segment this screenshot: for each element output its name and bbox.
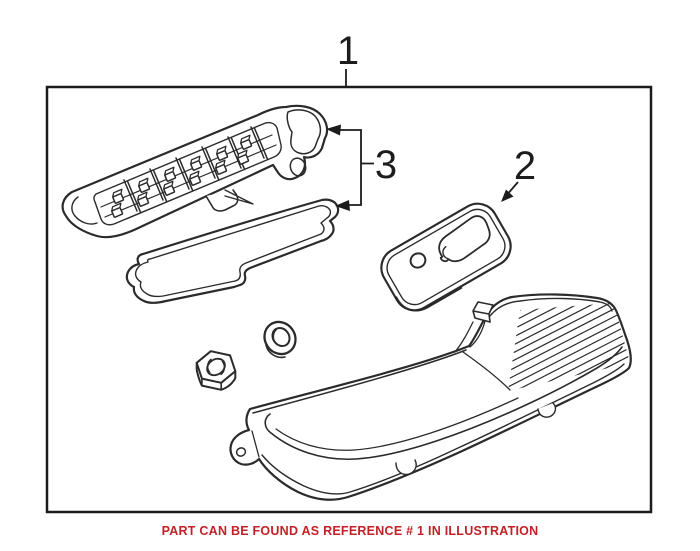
callout-3: 3 (326, 124, 397, 211)
callout-2-label: 2 (514, 144, 536, 188)
callout-3-bracket (332, 129, 374, 206)
caption: PART CAN BE FOUND AS REFERENCE # 1 IN IL… (161, 524, 539, 538)
grommet-drawing (263, 320, 297, 359)
callout-3-arrow-bottom (335, 200, 350, 211)
callout-1-label: 1 (337, 29, 359, 73)
gasket-drawing (125, 198, 340, 304)
tail-light-assembly-drawing (229, 293, 632, 501)
bulb-socket-carrier-drawing (61, 104, 329, 239)
callout-1: 1 (337, 29, 359, 87)
callout-3-label: 3 (375, 143, 397, 187)
callout-3-arrow-top (326, 124, 341, 136)
callout-2-arrow (501, 189, 514, 202)
hex-nut-drawing (195, 350, 237, 391)
callout-2: 2 (501, 144, 536, 202)
backing-plate-drawing (380, 202, 512, 312)
